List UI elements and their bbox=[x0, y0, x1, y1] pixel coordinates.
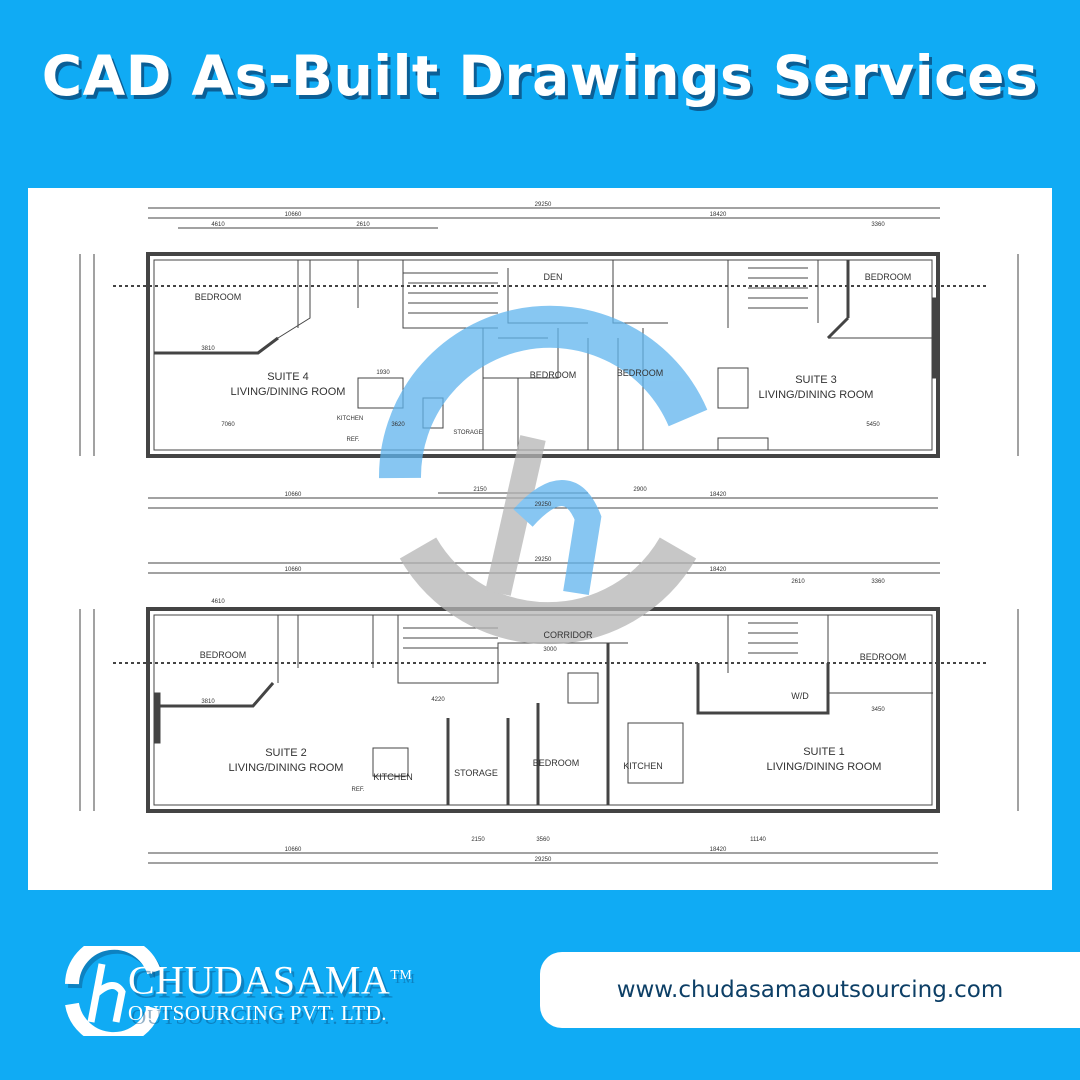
room-label: KITCHEN bbox=[373, 772, 413, 782]
dimension-label: 3810 bbox=[201, 346, 215, 352]
room-label: SUITE 2 bbox=[265, 747, 307, 759]
dimension-label: 3810 bbox=[201, 699, 215, 705]
dimension-label: 7060 bbox=[221, 422, 235, 428]
lower-plan-labels: BEDROOM SUITE 2 LIVING/DINING ROOM KITCH… bbox=[200, 557, 907, 863]
room-label: SUITE 1 bbox=[803, 746, 845, 758]
floor-plan-drawing: BEDROOM SUITE 4 LIVING/DINING ROOM DEN B… bbox=[79, 202, 1019, 864]
brand-title: CHUDASAMA bbox=[128, 957, 391, 1003]
room-label: LIVING/DINING ROOM bbox=[759, 389, 874, 401]
room-label: STORAGE bbox=[453, 430, 482, 436]
room-label: BEDROOM bbox=[200, 650, 247, 660]
room-label: LIVING/DINING ROOM bbox=[767, 761, 882, 773]
watermark-logo-icon bbox=[378, 305, 708, 645]
room-label: CORRIDOR bbox=[544, 630, 593, 640]
dimension-label: 11140 bbox=[750, 837, 766, 843]
room-label: LIVING/DINING ROOM bbox=[229, 762, 344, 774]
dimension-label: 29250 bbox=[535, 857, 552, 863]
dimension-label: 3360 bbox=[871, 222, 885, 228]
dimension-label: 29250 bbox=[535, 557, 552, 563]
room-label: BEDROOM bbox=[865, 272, 912, 282]
dimension-label: 4610 bbox=[211, 599, 225, 605]
dimension-label: 18420 bbox=[710, 847, 727, 853]
dimension-label: 4220 bbox=[431, 697, 445, 703]
room-label: DEN bbox=[543, 272, 562, 282]
dimension-label: 3000 bbox=[543, 647, 557, 653]
dimension-label: 2610 bbox=[356, 222, 370, 228]
room-label: REF. bbox=[351, 787, 364, 793]
brand-name: CHUDASAMATM OUTSOURCING PVT. LTD. bbox=[128, 955, 413, 1026]
company-logo-icon bbox=[65, 946, 164, 1036]
room-label: SUITE 4 bbox=[267, 371, 309, 383]
room-label: BEDROOM bbox=[860, 652, 907, 662]
dimension-label: 2150 bbox=[473, 487, 487, 493]
dimension-label: 4610 bbox=[211, 222, 225, 228]
room-label: BEDROOM bbox=[617, 368, 664, 378]
upper-plan-labels: BEDROOM SUITE 4 LIVING/DINING ROOM DEN B… bbox=[195, 202, 912, 508]
dimension-label: 10660 bbox=[285, 492, 302, 498]
dimension-label: 29250 bbox=[535, 202, 552, 208]
room-label: KITCHEN bbox=[623, 761, 663, 771]
dimension-label: 5450 bbox=[866, 422, 880, 428]
dimension-label: 10660 bbox=[285, 567, 302, 573]
page-title: CAD As-Built Drawings Services bbox=[41, 44, 1039, 108]
room-label: REF. bbox=[346, 437, 359, 443]
room-label: BEDROOM bbox=[533, 758, 580, 768]
dimension-label: 2610 bbox=[791, 579, 805, 585]
dimension-label: 3450 bbox=[871, 707, 885, 713]
brand-subtitle: OUTSOURCING PVT. LTD. bbox=[128, 1001, 388, 1026]
room-label: KITCHEN bbox=[337, 416, 363, 422]
dimension-label: 18420 bbox=[710, 567, 727, 573]
dimension-label: 29250 bbox=[535, 502, 552, 508]
room-label: SUITE 3 bbox=[795, 374, 837, 386]
dimension-label: 18420 bbox=[710, 212, 727, 218]
room-label: LIVING/DINING ROOM bbox=[231, 386, 346, 398]
room-label: BEDROOM bbox=[195, 292, 242, 302]
room-label: W/D bbox=[791, 691, 809, 701]
dimension-label: 3560 bbox=[536, 837, 550, 843]
dimension-label: 2150 bbox=[471, 837, 485, 843]
room-label: STORAGE bbox=[454, 768, 498, 778]
dimension-label: 10660 bbox=[285, 212, 302, 218]
dimension-label: 2900 bbox=[633, 487, 647, 493]
dimension-label: 3360 bbox=[871, 579, 885, 585]
upper-floor-plan bbox=[79, 207, 1019, 509]
cad-drawing-panel: BEDROOM SUITE 4 LIVING/DINING ROOM DEN B… bbox=[28, 188, 1052, 890]
room-label: BEDROOM bbox=[530, 370, 577, 380]
dimension-label: 3620 bbox=[391, 422, 405, 428]
dimension-label: 1930 bbox=[376, 370, 390, 376]
website-url[interactable]: www.chudasamaoutsourcing.com bbox=[540, 952, 1080, 1028]
trademark: TM bbox=[390, 968, 413, 983]
dimension-label: 18420 bbox=[710, 492, 727, 498]
dimension-label: 10660 bbox=[285, 847, 302, 853]
